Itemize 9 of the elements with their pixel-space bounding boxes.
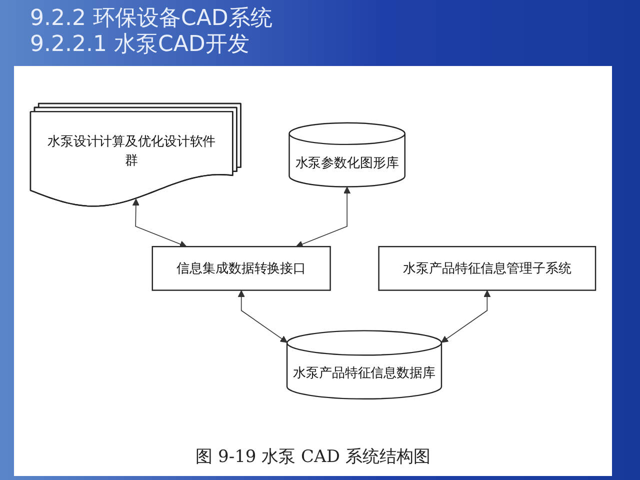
arrow <box>238 290 288 343</box>
arrow <box>441 290 491 343</box>
figure-caption: 图 9-19 水泵 CAD 系统结构图 <box>196 447 430 467</box>
slide-title: 9.2.2 环保设备CAD系统 <box>30 6 272 32</box>
slide-subtitle: 9.2.2.1 水泵CAD开发 <box>30 32 250 58</box>
arrow <box>132 198 187 248</box>
node-box: 信息集成数据转换接口 <box>152 246 331 291</box>
arrow <box>296 186 351 248</box>
node-box: 水泵产品特征信息管理子系统 <box>378 246 596 291</box>
